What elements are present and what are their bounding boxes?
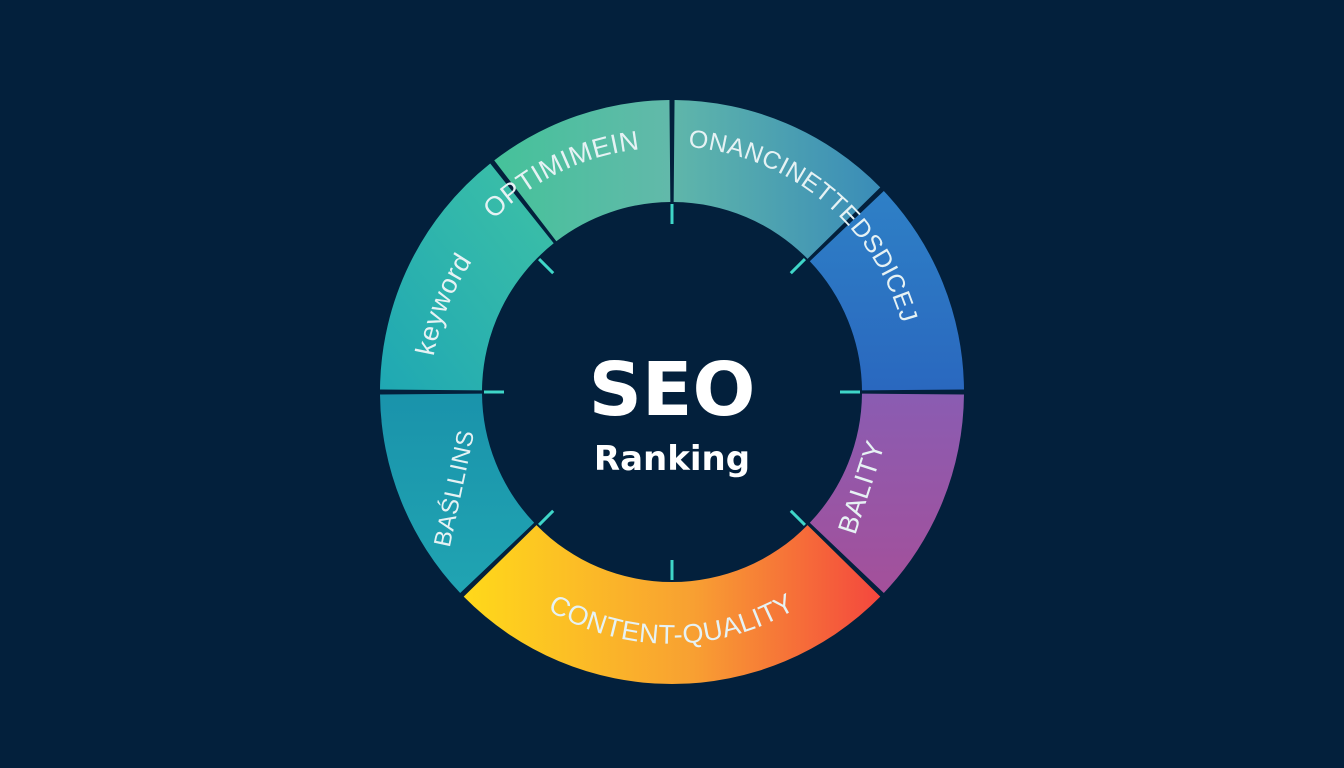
- ring-segment-content-quality: [463, 525, 881, 684]
- tick-mark-7: [789, 258, 806, 275]
- tick-mark-5: [538, 258, 555, 275]
- wheel-segments: [380, 100, 964, 684]
- ring-segment-technical: [809, 191, 964, 391]
- wheel-ticks: [484, 204, 860, 580]
- tick-mark-3: [538, 509, 555, 526]
- ring-segment-onancinet: [673, 100, 881, 259]
- ring-segment-optimization: [494, 100, 671, 242]
- center-subtitle: Ranking: [594, 439, 750, 479]
- ring-segment-keyword: [380, 163, 554, 391]
- ring-segment-backlinks: [380, 393, 535, 593]
- ring-segment-bality: [809, 393, 964, 593]
- tick-mark-1: [789, 509, 806, 526]
- center-hub: SEO Ranking: [589, 347, 756, 479]
- center-title: SEO: [589, 347, 756, 433]
